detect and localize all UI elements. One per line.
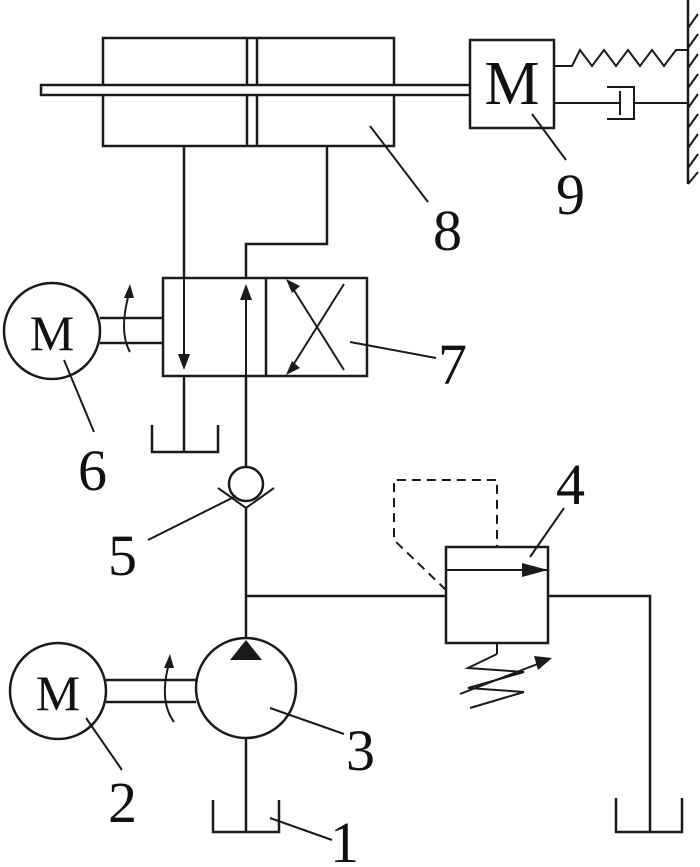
load-mass: M <box>468 38 556 130</box>
label-2: 2 <box>108 770 137 835</box>
callout-2: 2 <box>85 717 137 835</box>
pump-motor: M <box>8 641 196 741</box>
reservoir-tank <box>211 800 281 834</box>
directional-valve <box>161 276 369 378</box>
label-9: 9 <box>556 162 585 227</box>
hydraulic-cylinder <box>39 36 473 148</box>
callout-3: 3 <box>269 707 375 783</box>
callout-8: 8 <box>369 125 462 263</box>
hydraulic-pump <box>194 636 298 832</box>
label-6: 6 <box>78 438 107 503</box>
label-1: 1 <box>330 810 359 867</box>
label-3: 3 <box>346 718 375 783</box>
valve-return-tank <box>150 425 220 454</box>
damper <box>554 86 688 120</box>
valve-motor-symbol: M <box>30 305 74 361</box>
cylinder-line-b <box>244 146 329 282</box>
check-valve <box>217 465 275 510</box>
label-8: 8 <box>433 198 462 263</box>
spring <box>554 48 688 68</box>
callout-6: 6 <box>63 359 107 503</box>
callout-5: 5 <box>108 495 237 588</box>
label-7: 7 <box>438 332 467 397</box>
fixed-wall <box>686 0 699 185</box>
callout-9: 9 <box>531 113 585 227</box>
callout-1: 1 <box>269 810 359 867</box>
callout-7: 7 <box>349 332 467 397</box>
mass-symbol-label: M <box>484 50 539 118</box>
relief-valve <box>393 479 684 834</box>
label-4: 4 <box>556 452 585 517</box>
callout-4: 4 <box>529 452 585 558</box>
pump-motor-symbol: M <box>36 665 80 721</box>
valve-motor: M <box>2 281 163 381</box>
label-5: 5 <box>108 523 137 588</box>
